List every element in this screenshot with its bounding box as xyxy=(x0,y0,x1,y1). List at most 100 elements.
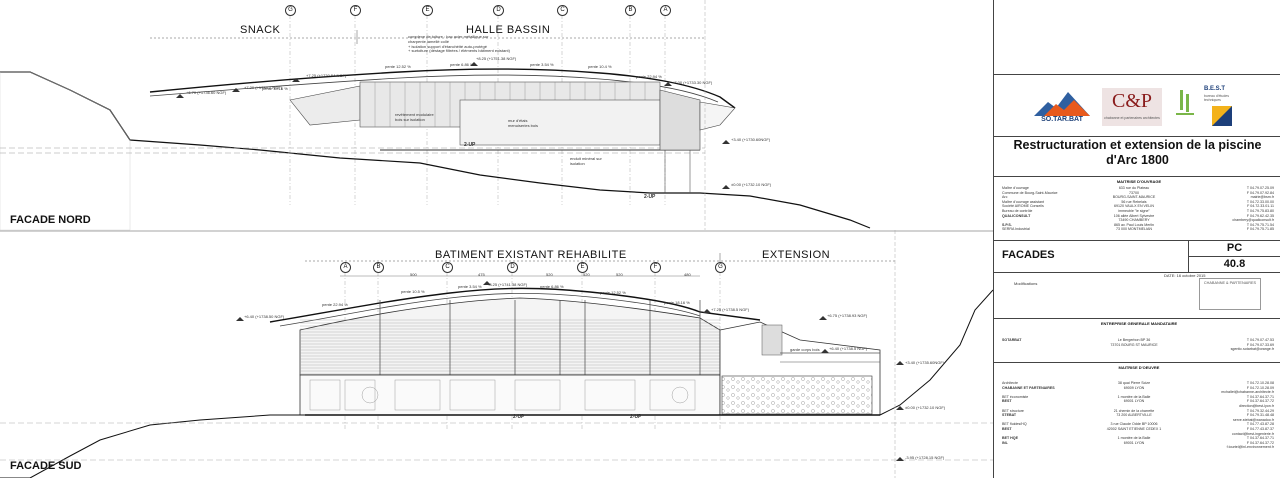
contact-mid: 69009 LYON xyxy=(1123,385,1145,390)
contact-mid: 73490 CHAMBERY xyxy=(1118,218,1150,223)
level-label: +3.40 (+1730.60NGF) xyxy=(731,137,771,142)
contact-right: T 04.37.64.37.71 xyxy=(1246,436,1274,441)
modifications-label: Modifications xyxy=(1014,281,1038,286)
contact-right: T 04.77.43.87.28 xyxy=(1246,422,1274,427)
slope-label: pente 18.16 % xyxy=(664,300,690,305)
facade-nord-label: FACADE NORD xyxy=(10,214,91,226)
level-label: +8.25 (+1751.38 NGF) xyxy=(476,56,517,61)
south-grid-bubble-f: F xyxy=(650,262,661,273)
moa-header: MAITRISE D'OUVRAGE xyxy=(1116,179,1162,184)
dimension-label: 480 xyxy=(684,272,691,277)
level-label: +3.40 (+1735.60NGF) xyxy=(905,360,945,365)
contact-right: mchallet@chabanne-architecte.fr xyxy=(1221,390,1274,395)
contact-left: STEBAT xyxy=(1002,413,1017,418)
contact-mid: 106 allée Albert Sylvestre xyxy=(1113,213,1155,218)
contact-mid: 1 montée de la Balle xyxy=(1117,394,1151,399)
facade-drawing xyxy=(0,0,993,478)
slope-label: pente 3.54 % xyxy=(530,62,554,67)
sotarbat-logo: SO.TAR.BAT xyxy=(1034,88,1090,126)
title-block-divider xyxy=(994,136,1280,137)
title-block-divider xyxy=(994,362,1280,363)
roof-edge xyxy=(279,292,701,327)
contact-mid: BOURG-SAINT-MAURICE xyxy=(1112,195,1156,200)
contact-mid: 73700 xyxy=(1129,190,1139,195)
up-label: 2-UP xyxy=(464,142,476,148)
contact-right: T 04.72.10.28.08 xyxy=(1246,381,1274,385)
wall-note: revêtement modulaire bois sur isolation xyxy=(395,112,434,122)
level-label: ±0.00 (+1732.10 NGF) xyxy=(905,405,946,410)
south-grid-bubble-b: B xyxy=(373,262,384,273)
dimension-label: 520 xyxy=(616,272,623,277)
up-label: 2-UP xyxy=(630,414,642,420)
title-block-divider xyxy=(994,74,1280,75)
contact-mid: 3 rue Claude Odde BP 10006 xyxy=(1110,422,1158,427)
level-label: ±0.00 (+1732.10 NGF) xyxy=(731,182,772,187)
contact-mid: 69001 LYON xyxy=(1123,440,1145,445)
slope-label: pente 18.16 % xyxy=(262,86,288,91)
glazing-block xyxy=(459,99,661,146)
round-window xyxy=(361,386,379,404)
wall-note: mur d'étais menuiseries bois xyxy=(508,118,539,128)
contact-left: Maître d'ouvrage assistant xyxy=(1002,199,1045,204)
contact-mid: 56 rue Rebelais xyxy=(1121,199,1147,204)
north-grid-bubble-c: C xyxy=(557,5,568,16)
contact-right: serve.stebat@wanadoo.fr xyxy=(1232,417,1274,422)
south-facade xyxy=(0,230,993,478)
contact-right: F 04.79.31.48.48 xyxy=(1246,413,1274,418)
contact-left: Arc xyxy=(1002,195,1008,200)
up-label: 2-UP xyxy=(644,194,656,200)
best-logo: B.E.S.T bureau d'études techniques xyxy=(1174,86,1240,128)
architect-stamp: CHABANNE & PARTENAIRES xyxy=(1199,278,1261,310)
slope-label: pente 22.94 % xyxy=(636,74,662,79)
lower-opening xyxy=(394,379,441,411)
south-grid-bubble-d: D xyxy=(507,262,518,273)
terrain-hatch xyxy=(0,71,131,231)
contact-left: Maître d'ouvrage xyxy=(1002,186,1029,190)
contact-right: F 04.79.75.71.85 xyxy=(1246,227,1274,232)
level-label: +6.40 (+1738.50 NGF) xyxy=(244,314,285,319)
cp-logo: C&P chabanne et partenaires architectes xyxy=(1102,88,1162,126)
contact-mid: 73 200 ALBERTVILLE xyxy=(1116,413,1152,418)
sheet-number: 40.8 xyxy=(1223,258,1246,270)
contact-mid: 69120 VAULX EN VELIN xyxy=(1114,204,1154,209)
contact-mid: 42002 SAINT ETIENNE CEDEX 1 xyxy=(1106,427,1162,431)
roof-note: + surtoiture (déstage filtrées / élément… xyxy=(408,48,510,53)
contact-mid: Le Bergerbon BP 36 xyxy=(1117,338,1151,342)
contact-mid: 865 av. Paul Louis Merlin xyxy=(1113,222,1155,227)
contact-right: F 04.79.62.42.35 xyxy=(1246,213,1274,218)
contact-left: SERRA Industrial xyxy=(1002,227,1030,232)
lower-opening xyxy=(344,379,376,411)
north-grid-bubble-b: B xyxy=(625,5,636,16)
sheet-name-cell: FACADES xyxy=(994,240,1189,272)
contact-left: BET HQE xyxy=(1002,436,1018,441)
level-label: +6.40 (+1738.5 NGF) xyxy=(829,346,868,351)
up-label: 2-UP xyxy=(513,414,525,420)
contact-right: sgentic.sotarbat@orange.fr xyxy=(1230,347,1274,352)
entreprise-header: ENTREPRISE GENERALE MANDATAIRE xyxy=(1100,321,1178,326)
roof-overhang xyxy=(289,85,361,126)
zone-label-existing: BATIMENT EXISTANT REHABILITE xyxy=(435,249,627,261)
contact-mid: 73 000 MONTMELIAN xyxy=(1116,227,1152,232)
slope-label: pente 12.52 % xyxy=(600,290,626,295)
slope-label: pente 3.54 % xyxy=(458,284,482,289)
south-grid-bubble-a: A xyxy=(340,262,351,273)
level-label: -3.95 (+1728.15 NGF) xyxy=(905,455,945,460)
contact-left: BET structure xyxy=(1002,408,1024,413)
slope-label: pente 6.86 % xyxy=(540,284,564,289)
moe-header: MAITRISE D'OEUVRE xyxy=(1118,365,1160,370)
contact-right: F 04.37.64.37.72 xyxy=(1246,399,1274,404)
contact-mid: 21 chemin de la charrette xyxy=(1113,408,1155,413)
terrain-line xyxy=(879,289,993,416)
phase-label: PC xyxy=(1188,240,1280,257)
wall-note: enduit minéral sur isolation xyxy=(570,156,602,166)
north-facade xyxy=(0,0,871,231)
slope-label: pente 6.86 % xyxy=(450,62,474,67)
contact-right: T 04.79.07.25.09 xyxy=(1246,186,1274,190)
cp-wordmark: C&P xyxy=(1111,90,1153,112)
roof-outline xyxy=(149,68,736,109)
contact-left: BET économiste xyxy=(1002,394,1029,399)
level-label: +6.75 (+1738.93 NGF) xyxy=(827,313,868,318)
stamp-text: CHABANNE & PARTENAIRES xyxy=(1203,281,1257,285)
north-grid-bubble-g: G xyxy=(285,5,296,16)
